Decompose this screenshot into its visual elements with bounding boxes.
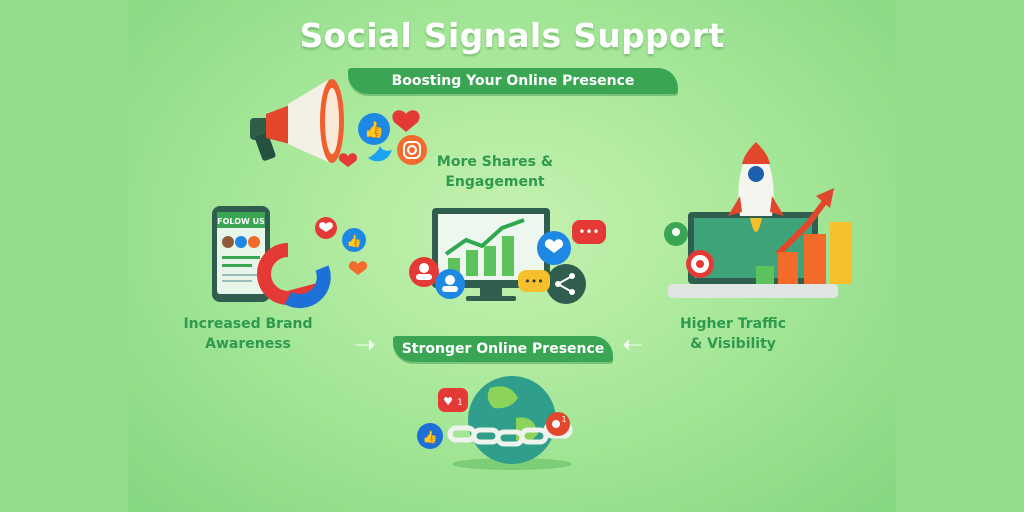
caption-line: More Shares &: [436, 154, 554, 170]
heart-icon: [348, 261, 368, 275]
growth-arrow-icon: [775, 198, 829, 257]
monitor-icon: [432, 208, 550, 301]
svg-text:👍: 👍: [423, 430, 438, 444]
comment-icon: •••: [572, 220, 606, 244]
bar-icon: [756, 266, 774, 284]
location-pin-icon: [664, 222, 688, 246]
page-title: Social Signals Support: [299, 16, 725, 55]
subtitle-banner: Boosting Your Online Presence: [348, 68, 678, 94]
heart-chat-icon: [315, 217, 337, 239]
caption-line: & Visibility: [690, 336, 776, 352]
traffic-illustration: [664, 142, 852, 298]
twitter-bird-icon: [368, 146, 392, 162]
heart-icon: [338, 153, 358, 167]
user-icon: [435, 269, 465, 299]
infographic: Social Signals Support Boosting Your Onl…: [128, 0, 896, 512]
target-icon: [686, 250, 714, 278]
caption-line: Higher Traffic: [679, 316, 787, 332]
brand-caption: Increased Brand Awareness: [168, 314, 328, 354]
thumbs-up-icon: 👍: [358, 113, 390, 145]
svg-text:👍: 👍: [364, 120, 384, 139]
user-icon: [409, 257, 439, 287]
phone-icon: [212, 206, 270, 302]
caption-line: Engagement: [445, 174, 545, 190]
heart-notification-icon: ♥ 1: [438, 388, 468, 412]
engagement-illustration: ••• •••: [409, 208, 606, 304]
brand-illustration: FOLOW US 👍: [212, 206, 368, 309]
svg-text:•••: •••: [524, 275, 543, 288]
engagement-caption: More Shares & Engagement: [410, 152, 580, 192]
comment-count: 1: [561, 415, 566, 424]
chat-icon: •••: [518, 270, 550, 292]
thumbs-up-icon: 👍: [342, 228, 366, 252]
rocket-icon: [728, 142, 784, 232]
instagram-icon: [397, 135, 427, 165]
share-icon: [546, 264, 586, 304]
arrow-right-icon: ➝: [354, 330, 376, 360]
globe-illustration: ♥ 1 👍 1: [417, 376, 573, 470]
heart-count: 1: [457, 398, 463, 408]
megaphone-group: 👍: [250, 79, 427, 167]
phone-header: FOLOW US: [217, 217, 265, 226]
thumbs-up-icon: 👍: [417, 423, 443, 449]
svg-text:♥: ♥: [443, 395, 453, 408]
magnet-icon: [257, 243, 331, 309]
svg-text:👍: 👍: [347, 234, 362, 248]
heart-icon: [392, 110, 420, 132]
caption-line: Increased Brand: [183, 316, 313, 332]
svg-text:•••: •••: [578, 225, 599, 239]
comment-notification-icon: 1: [546, 412, 570, 436]
arrow-left-icon: ➝: [622, 330, 644, 360]
megaphone-icon: [250, 79, 344, 163]
traffic-caption: Higher Traffic & Visibility: [658, 314, 808, 354]
center-banner: Stronger Online Presence: [393, 336, 613, 362]
caption-line: Awareness: [205, 336, 291, 352]
heart-chat-icon: [537, 231, 571, 265]
